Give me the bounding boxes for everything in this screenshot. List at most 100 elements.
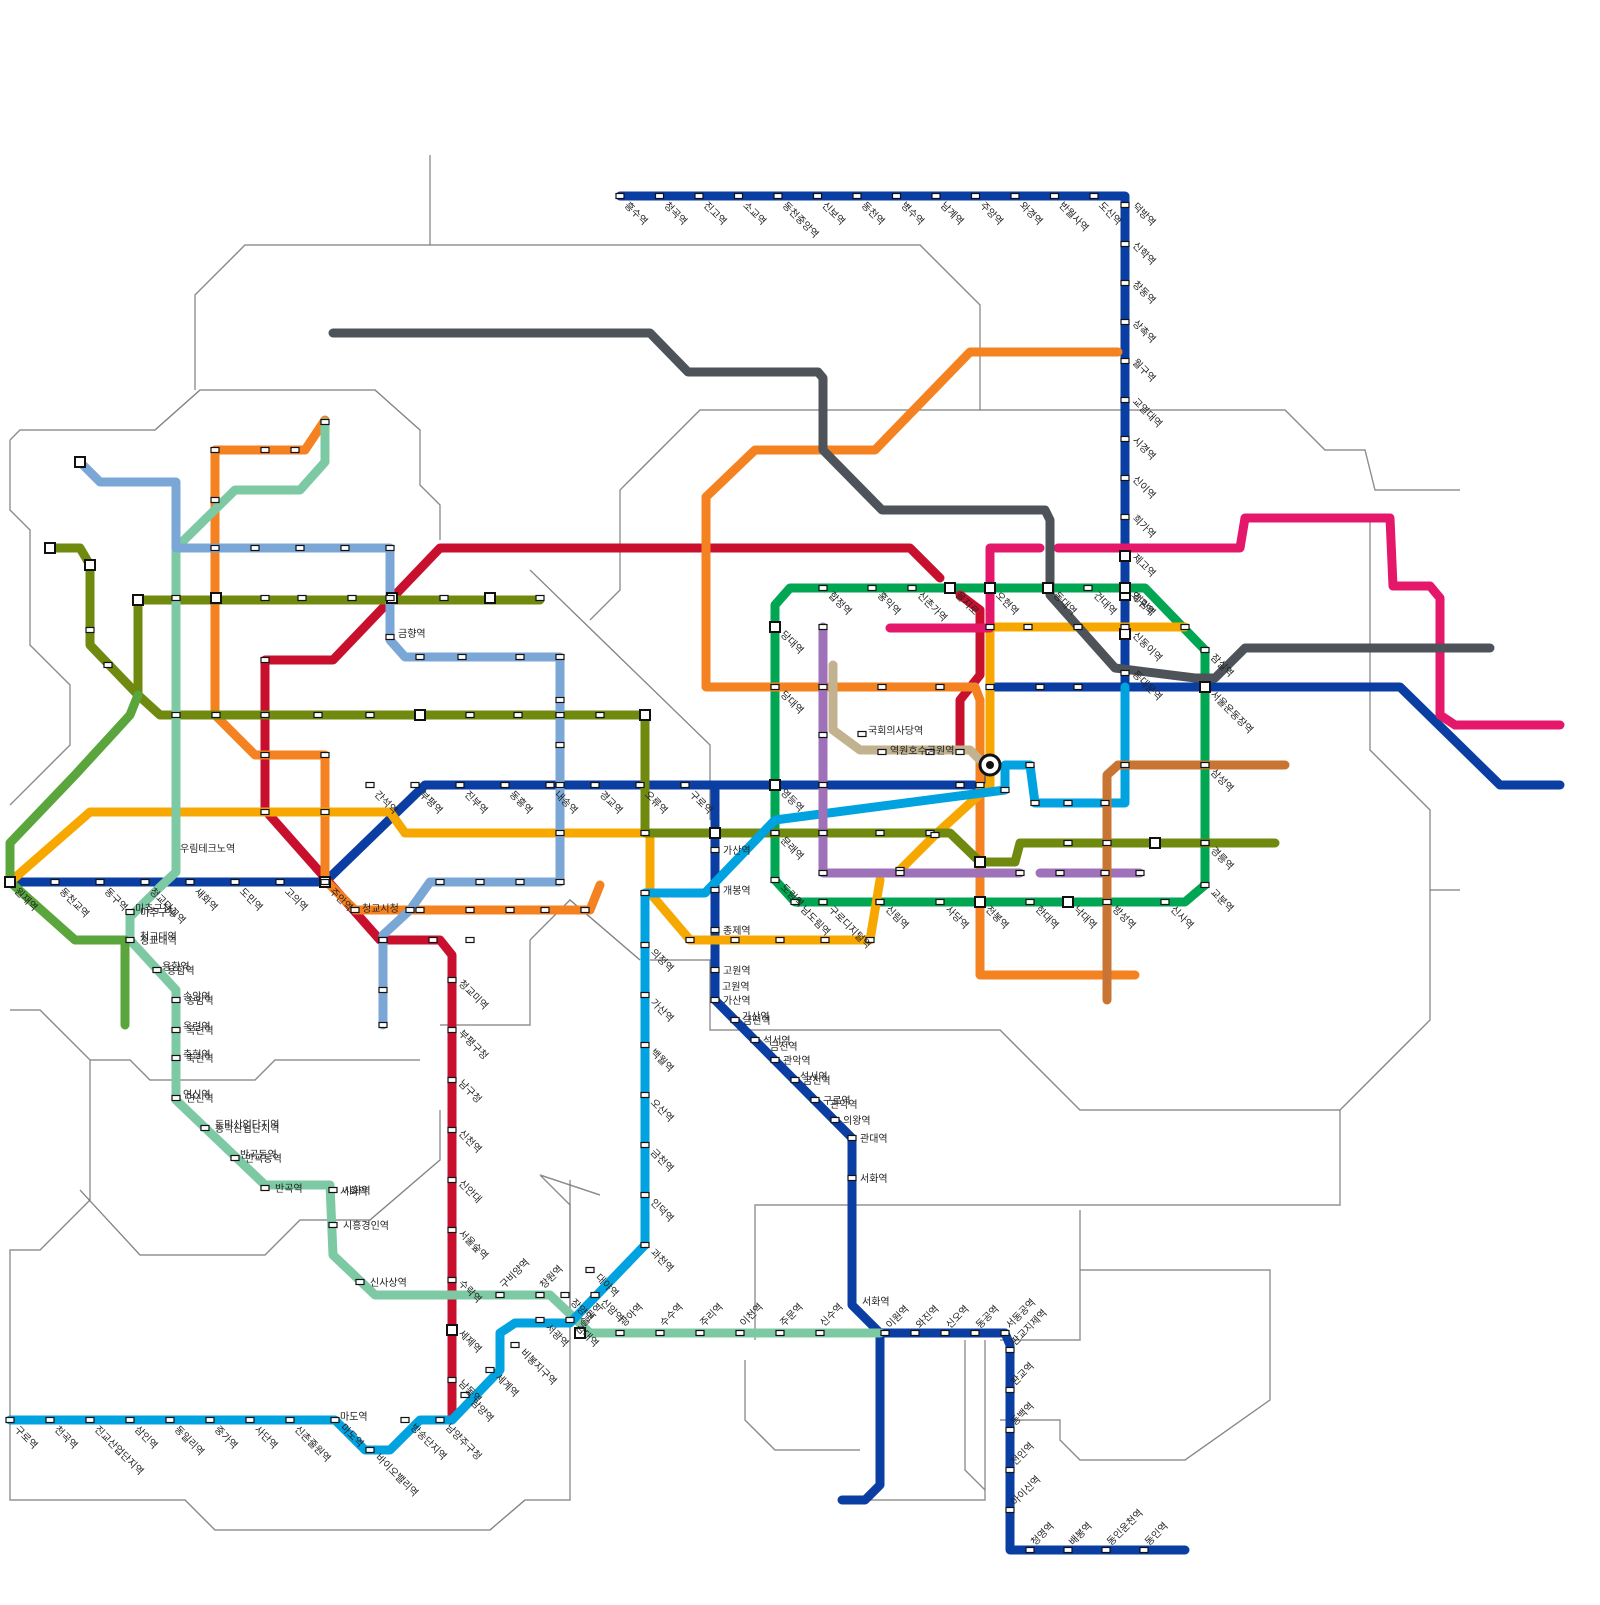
station-rs4 [447,1176,457,1184]
station-x69 [320,808,330,816]
station-label: 신사역 [1168,904,1196,932]
station-x92 [1025,761,1035,769]
station-x78 [428,936,438,944]
station-label: 문래역 [778,835,806,863]
station-bs8 [790,1076,800,1084]
station-label: 과천역 [648,1247,676,1275]
station-mw0 [125,908,135,916]
station-label: 배봉역 [1067,1520,1095,1548]
station-label: 영등역 [778,787,806,815]
station-x55 [555,781,565,789]
station-label: 청교시청 [362,903,399,915]
station-x112 [935,683,945,691]
leaf-line [5,690,143,1030]
station-label: 청교대역 [140,931,177,943]
station-x38 [210,446,220,454]
station-bse3 [970,1329,980,1337]
station-label: 가산역 [648,997,676,1025]
station-bw12 [545,781,555,789]
station-bse12 [1101,1546,1111,1554]
station-label: 주리역 [698,1301,726,1329]
station-label: 부평구청 [456,1028,491,1063]
station-mw11 [328,1221,338,1229]
station-mw1 [125,936,135,944]
station-g26 [770,683,780,691]
station-x10 [297,594,307,602]
station-x100 [985,623,995,631]
station-cw6 [245,1416,255,1424]
station-cs11 [590,1291,600,1299]
station-x39 [260,446,270,454]
mint-line [125,543,885,1338]
station-label: 역원호수공원역 [890,745,954,757]
station-label: 인덕역 [648,1197,676,1225]
station-x31 [875,829,885,837]
station-x109 [818,829,828,837]
station-0 [615,192,625,200]
road-segment-inner [539,1174,601,1340]
station-label: 청교미역 [456,978,491,1013]
station-rs6 [447,1276,457,1284]
station-g19 [935,898,945,906]
station-ms8 [815,1329,825,1337]
station-cw0 [5,1416,15,1424]
station-r3 [1120,318,1130,326]
station-x76 [580,906,590,914]
station-label: 서화역 [862,1296,890,1308]
road-network [9,155,1460,1531]
station-x85 [865,936,875,944]
station-x96 [1120,761,1130,769]
station-label: 구로역 [823,1095,851,1107]
station-bse13 [1139,1546,1149,1554]
station-cs4 [460,1391,470,1399]
station-3 [733,192,744,200]
station-cw3 [125,1416,135,1424]
station-x98 [1073,683,1083,691]
station-x73 [465,906,475,914]
station-label: 세계역 [493,1372,521,1400]
station-x16 [171,711,181,719]
station-label: 이천역 [738,1301,766,1329]
station-ms5 [695,1329,705,1337]
station-label: 중가역 [212,1424,240,1452]
station-label: 의정역 [648,947,676,975]
station-x19 [313,711,323,719]
station-x54 [555,741,565,749]
road-segment-inner [964,1340,986,1491]
station-bse6 [1005,1386,1015,1394]
station-x116 [818,869,828,877]
station-x45 [340,544,350,552]
tan-line [828,660,985,765]
station-x84 [820,936,830,944]
station-label: 송암역 [186,995,214,1007]
station-r8 [1120,513,1130,521]
station-bse0 [880,1329,890,1337]
station-mw9 [260,1184,270,1192]
station-label: 천곡역 [52,1424,80,1452]
station-11 [1049,192,1060,200]
station-x64 [378,1021,388,1029]
station-label: 경릉역 [1208,844,1237,873]
road-segment-inner [980,409,1460,491]
station-cw2 [85,1416,95,1424]
station-x89 [955,781,965,789]
station-x44 [295,544,305,552]
station-label: 금천역 [803,1075,831,1087]
station-label: 신수역 [818,1301,846,1329]
station-label: 시화역 [340,1186,368,1198]
station-label: 시경역 [1130,434,1159,463]
station-label: 국회의사당역 [868,725,923,737]
station-x37 [1200,839,1210,847]
station-bs0 [710,846,720,854]
station-label: 시흥경인역 [343,1219,389,1232]
station-label: 주앙역 [977,200,1005,228]
station-ms6 [735,1329,745,1337]
station-mw8 [230,1154,240,1162]
station-cs14 [640,1141,650,1149]
station-mw10 [328,1186,338,1194]
station-bs9 [810,1096,820,1104]
road-segment [980,409,1460,491]
station-cs0 [330,1416,340,1424]
